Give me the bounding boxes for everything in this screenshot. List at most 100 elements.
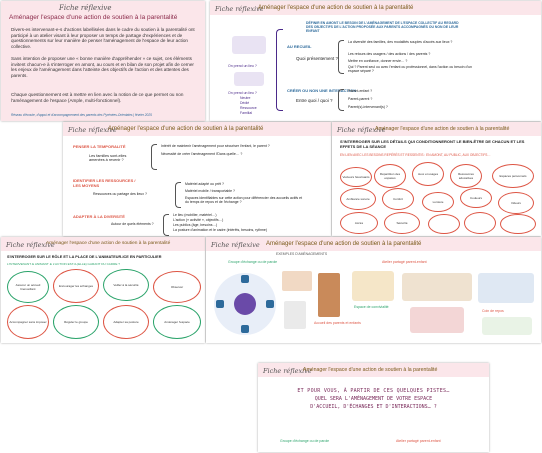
detail-bubble: Espaces personnels <box>492 164 534 188</box>
closing-line-2: QUEL SERA L'AMÉNAGEMENT DE VOTRE ESPACE <box>314 396 433 402</box>
intro-paragraph-3: Chaque questionnement est à mettre en li… <box>11 92 184 103</box>
card-header-band <box>206 237 541 251</box>
example-label: Coin de repos <box>482 309 504 313</box>
card-header-band <box>1 237 205 251</box>
detail-bubble: Lumière <box>422 192 454 212</box>
card-tag: Fiche réflexive <box>337 126 386 134</box>
resources-point-2: Matériel mobile / transportable ? <box>185 189 235 193</box>
card-tag: Fiche réflexive <box>59 4 112 12</box>
card-header-band <box>210 1 541 15</box>
question-between: Entre quoi / quoi ? <box>296 98 333 103</box>
furniture-illustration <box>318 273 340 317</box>
closing-label-left: Groupe d'échange ou de parole <box>280 439 330 443</box>
card-examples: Fiche réflexive Aménager l'espace d'une … <box>206 237 541 343</box>
interaction-brace <box>338 89 344 111</box>
detail-bubble: Vecteurs favorisants <box>340 167 372 187</box>
section-resources: IDENTIFIER LES RESSOURCES / LES MOYENS <box>73 178 136 188</box>
resources-brace <box>175 182 181 208</box>
place-illustration <box>234 72 264 86</box>
intro-footer: Réseau d'écoute, d'appui et d'accompagne… <box>11 113 152 117</box>
detail-bubble: Couleurs <box>460 188 492 208</box>
example-label: Atelier partagé parent-enfant <box>382 260 427 264</box>
kids-illustration <box>482 317 532 335</box>
family-illustration <box>410 307 464 333</box>
temporality-point-2: Nécessité de créer l'aménagement l'Dans … <box>161 152 243 156</box>
diversity-point-1: Le lieu (mobilier, matériel…) <box>173 213 217 217</box>
details-subheading: EN LIEN AVEC LES BESOINS REPÉRÉS ET RESS… <box>340 153 491 157</box>
place-type: Dédié <box>240 101 250 105</box>
intro-paragraph-2: Sans intention de proposer une « bonne m… <box>11 56 194 79</box>
card-details: Fiche réflexive Aménager l'espace d'une … <box>332 122 541 236</box>
role-bubble: Aménager l'espace <box>153 305 201 339</box>
workshop-illustration <box>478 273 534 303</box>
interaction-3: Parent(s)-intervenant(s) ? <box>348 105 388 109</box>
detail-bubble <box>500 214 536 234</box>
response-1: La diversité des familles, des modalités… <box>348 40 453 44</box>
card-tag: Fiche réflexive <box>6 241 55 249</box>
intro-paragraph-1: Divers-es intervenant-e-s d'actions labe… <box>11 27 195 50</box>
role-bubble: Accompagner sans imposer <box>7 305 49 339</box>
card-intro: Fiche réflexive Aménager l'espace d'une … <box>1 1 205 121</box>
role-bubble: Observer <box>153 271 201 303</box>
table <box>234 293 256 315</box>
diversity-point-4: La posture d'animation et le cadre (inté… <box>173 228 268 232</box>
detail-bubble: Répartition des espaces <box>374 164 406 188</box>
card-tag: Fiche réflexive <box>263 367 312 375</box>
example-label: Groupe d'échange ou de parole <box>228 260 278 264</box>
detail-bubble <box>428 214 460 234</box>
card-tag: Fiche réflexive <box>68 126 117 134</box>
place-icons <box>232 36 266 54</box>
chair <box>216 300 224 308</box>
question-label-1: On prend un lieu ? <box>228 64 257 68</box>
example-label: Accueil des parents et enfants <box>314 321 361 325</box>
role-bubble: Assurer un accueil bienveillant <box>7 271 49 303</box>
place-type: Familial <box>240 111 253 115</box>
card-header-band <box>332 122 541 136</box>
card-title: Aménager l'espace d'une action de soutie… <box>375 126 510 132</box>
place-type: Ressource <box>240 106 257 110</box>
question-label-2: On prend un lieu ? <box>228 91 257 95</box>
chair <box>241 275 249 283</box>
discussion-circle-illustration <box>214 273 276 335</box>
card-facilitator: Fiche réflexive Aménager l'espace d'une … <box>1 237 205 343</box>
card-define-need: Fiche réflexive Aménager l'espace d'une … <box>210 1 541 121</box>
role-bubble: Encourager les échanges <box>53 269 99 303</box>
facilitator-subheading: L'INTERVENANT·E ANIMANT·E L'ACTION EST-I… <box>7 262 120 266</box>
role-bubble: Adapter sa posture <box>103 305 149 339</box>
activity-table-illustration <box>402 273 472 301</box>
card-header-band <box>258 363 489 377</box>
interaction-1: Parent-enfant ? <box>348 89 373 93</box>
chair <box>266 300 274 308</box>
response-4: Qui ? Parent seul ou avec l'enfant ou pr… <box>348 65 473 73</box>
response-3: Mettre en confiance, donner envie… ? <box>348 59 408 63</box>
response-brace <box>338 40 344 74</box>
room-illustration <box>282 271 312 291</box>
section-temporality: PENSER LA TEMPORALITÉ <box>73 144 126 149</box>
response-2: Les retours des usagers / des actions / … <box>348 52 431 56</box>
card-tag: Fiche réflexive <box>215 5 264 13</box>
temporality-point-1: Intérêt de maintenir l'aménagement pour … <box>161 144 270 148</box>
resources-question: Ressources ou partage des lieux ? <box>93 192 147 196</box>
place-type: Neutre <box>240 96 251 100</box>
detail-bubble: Ressources éducatives <box>450 164 482 188</box>
temporality-question: Les familles sont-elles amenées à reveni… <box>89 154 127 162</box>
question-block: On prend un lieu ? On prend un lieu ? <box>228 36 270 106</box>
play-area-illustration <box>352 271 394 301</box>
closing-line-1: ET POUR VOUS, À PARTIR DE CES QUELQUES P… <box>297 388 450 394</box>
diversity-point-3: Les publics (âge, besoins…) <box>173 223 218 227</box>
temporality-brace <box>151 144 157 170</box>
chair <box>241 325 249 333</box>
card-temporality: Fiche réflexive Aménager l'espace d'une … <box>63 122 331 236</box>
diversity-brace <box>163 214 169 236</box>
detail-bubble: Odeurs <box>498 192 534 214</box>
define-heading: DÉFINIR EN AMONT LE BESOIN DE L'AMÉNAGEM… <box>306 21 459 34</box>
role-bubble: Veiller à la sécurité <box>103 269 149 301</box>
examples-subheading: EXEMPLES D'AMÉNAGEMENTS <box>276 252 328 256</box>
example-label: Espace de convivialité <box>354 305 389 309</box>
card-title: Aménager l'espace d'une action de soutie… <box>303 367 438 373</box>
section-label-recueil: AU RECUEIL <box>287 44 312 49</box>
section-diversity: ADAPTER À LA DIVERSITÉ <box>73 214 125 219</box>
interaction-2: Parent-parent ? <box>348 97 373 101</box>
card-title: Aménager l'espace d'une action de soutie… <box>258 5 414 11</box>
facilitator-heading: S'INTERROGER SUR LE RÔLE ET LA PLACE DE … <box>7 255 162 259</box>
